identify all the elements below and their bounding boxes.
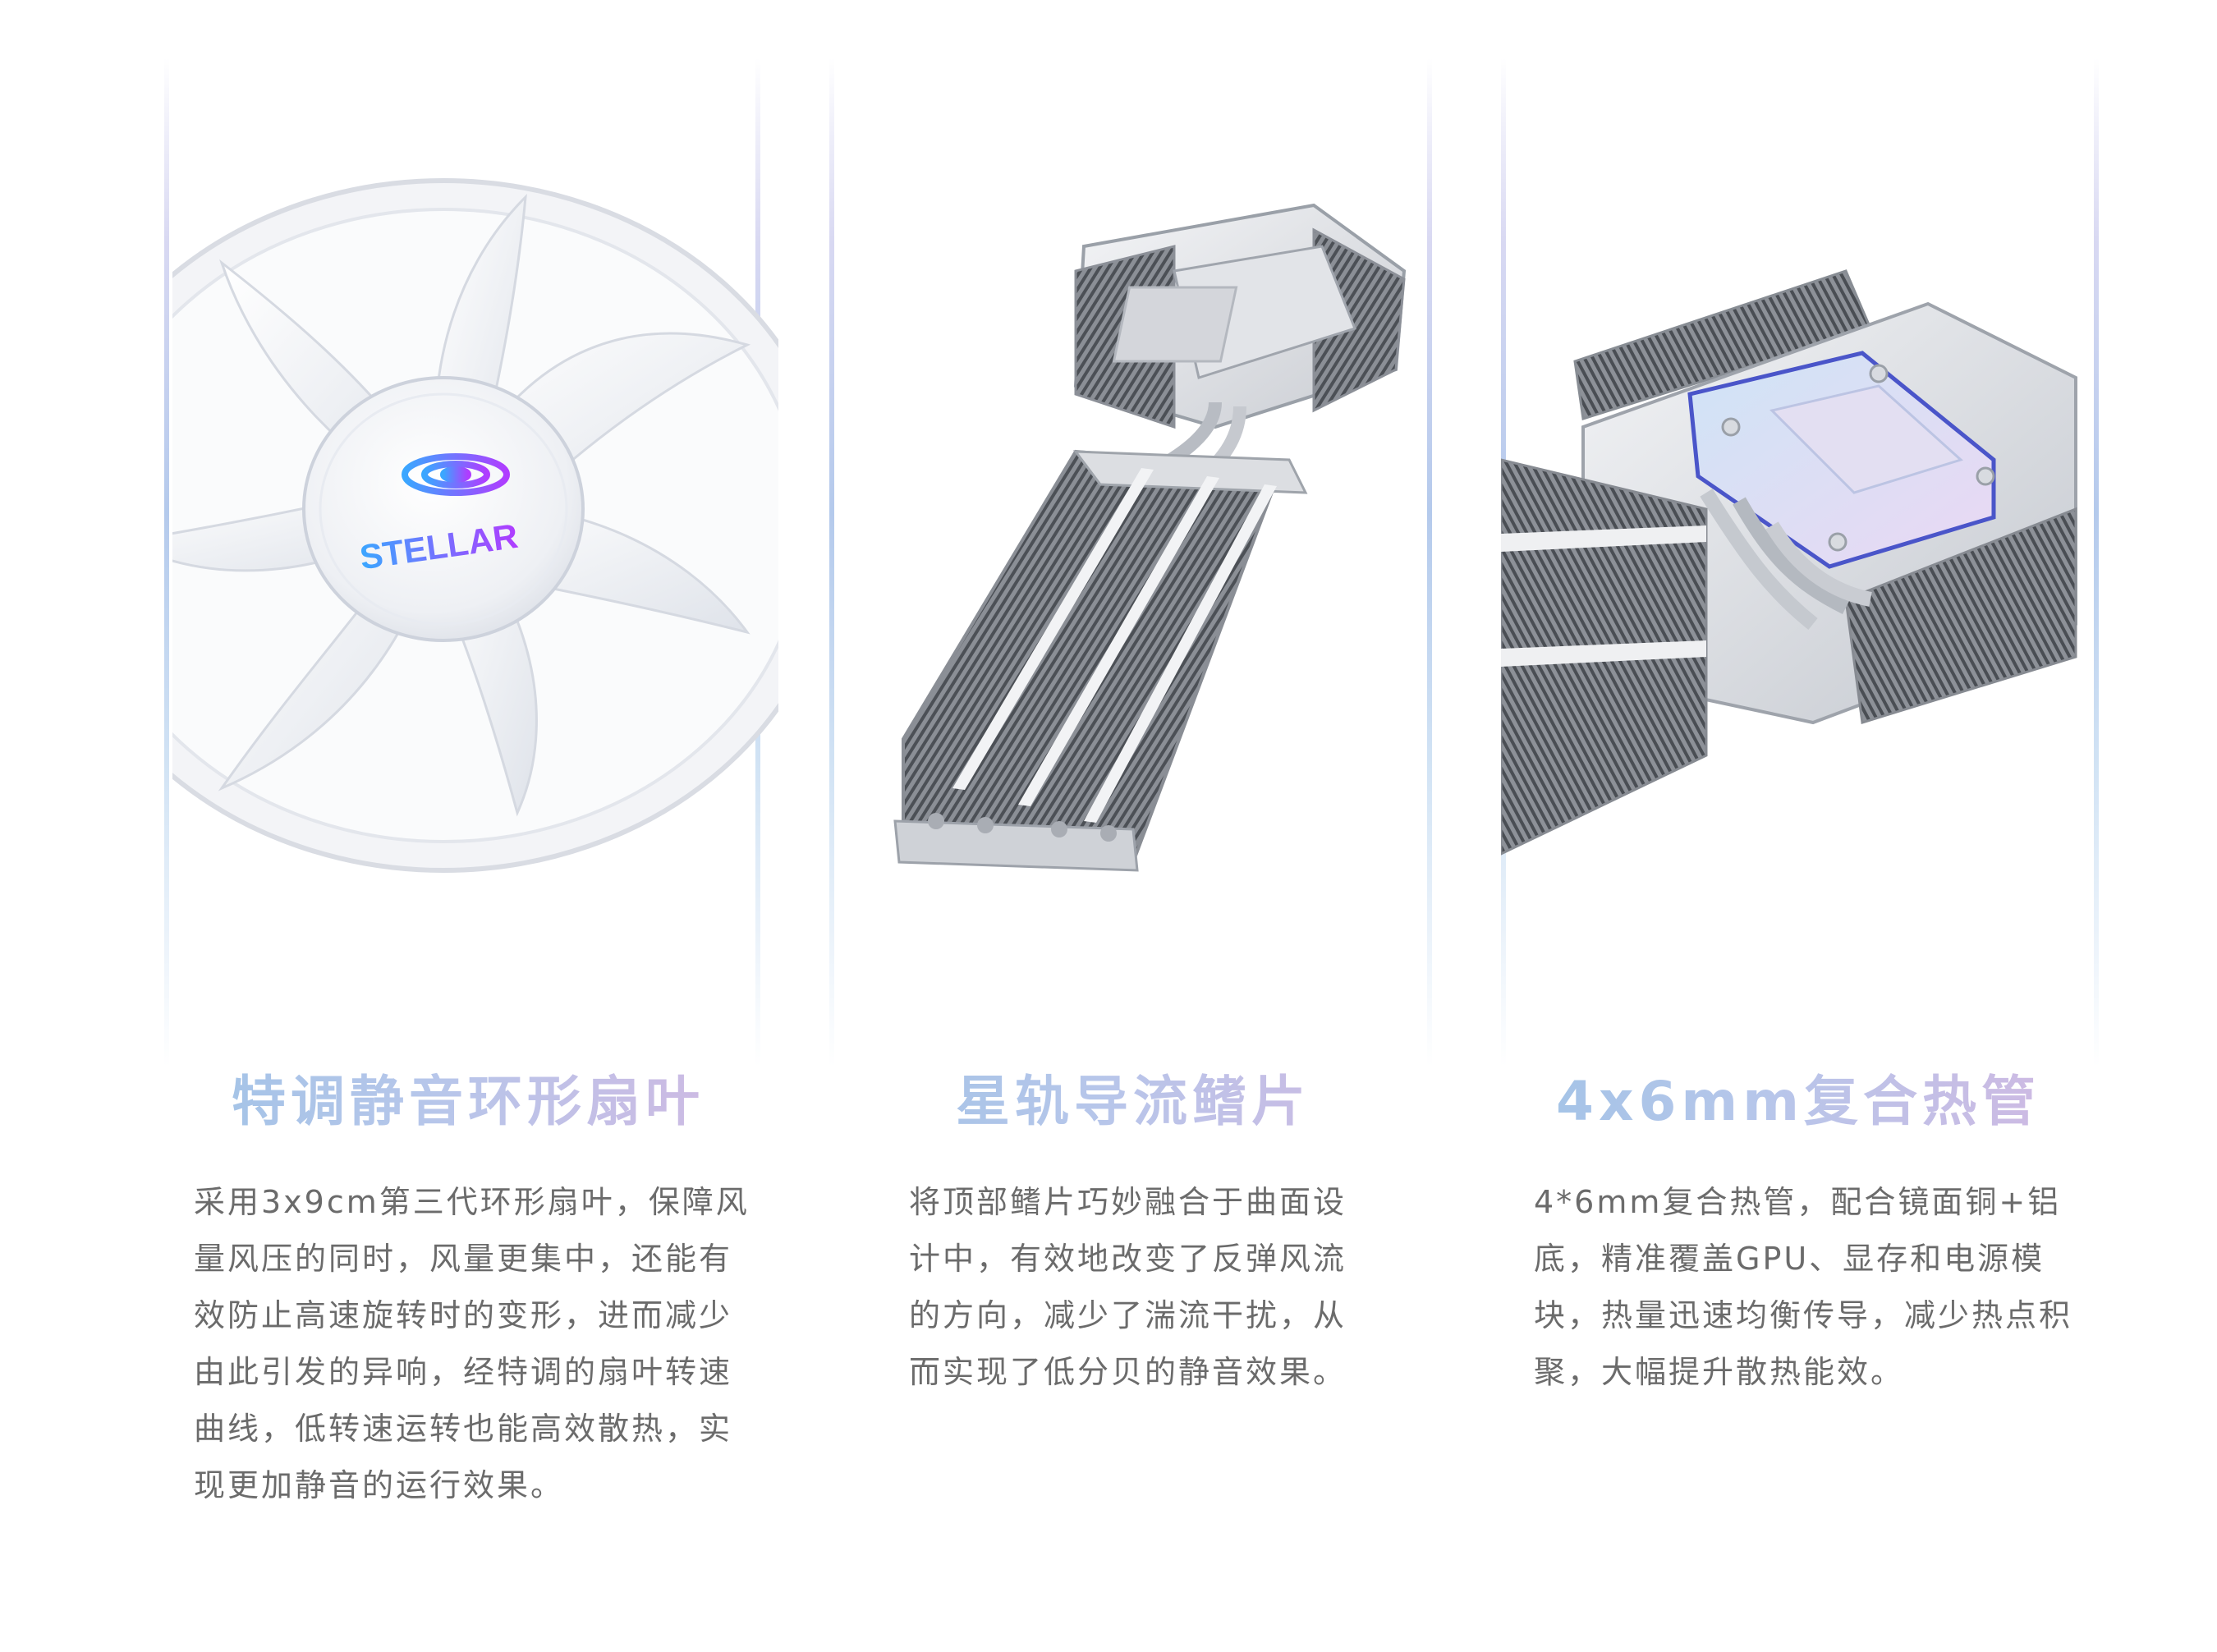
feature-description-3: 4*6mm复合热管，配合镜面铜+铝底，精准覆盖GPU、显存和电源模块，热量迅速均… [1534,1184,2073,1390]
fan-panel: STELLAR [172,0,778,1067]
fan-image: STELLAR [172,178,778,873]
heatpipe-panel [1501,0,2107,1067]
feature-title-2: 星轨导流鳍片 [813,1067,1453,1136]
divider-line-1 [164,57,169,1067]
heatpipe-heatsink-image [1501,269,2077,856]
fin-panel [829,0,1435,1067]
divider-line-6 [2094,57,2099,1067]
fin-heatsink-image [893,203,1407,872]
divider-line-4 [1427,57,1432,1067]
stellar-logo-icon [402,453,510,496]
feature-description-1: 采用3x9cm第三代环形扇叶，保障风量风压的同时，风量更集中，还能有效防止高速旋… [194,1184,750,1503]
feature-title-3: 4x6mm复合热管 [1478,1067,2118,1136]
feature-description-2: 将顶部鳍片巧妙融合于曲面设计中，有效地改变了反弹风流的方向，减少了湍流干扰，从而… [909,1184,1347,1390]
feature-title-1: 特调静音环形扇叶 [148,1067,788,1136]
divider-line-3 [829,57,834,1067]
